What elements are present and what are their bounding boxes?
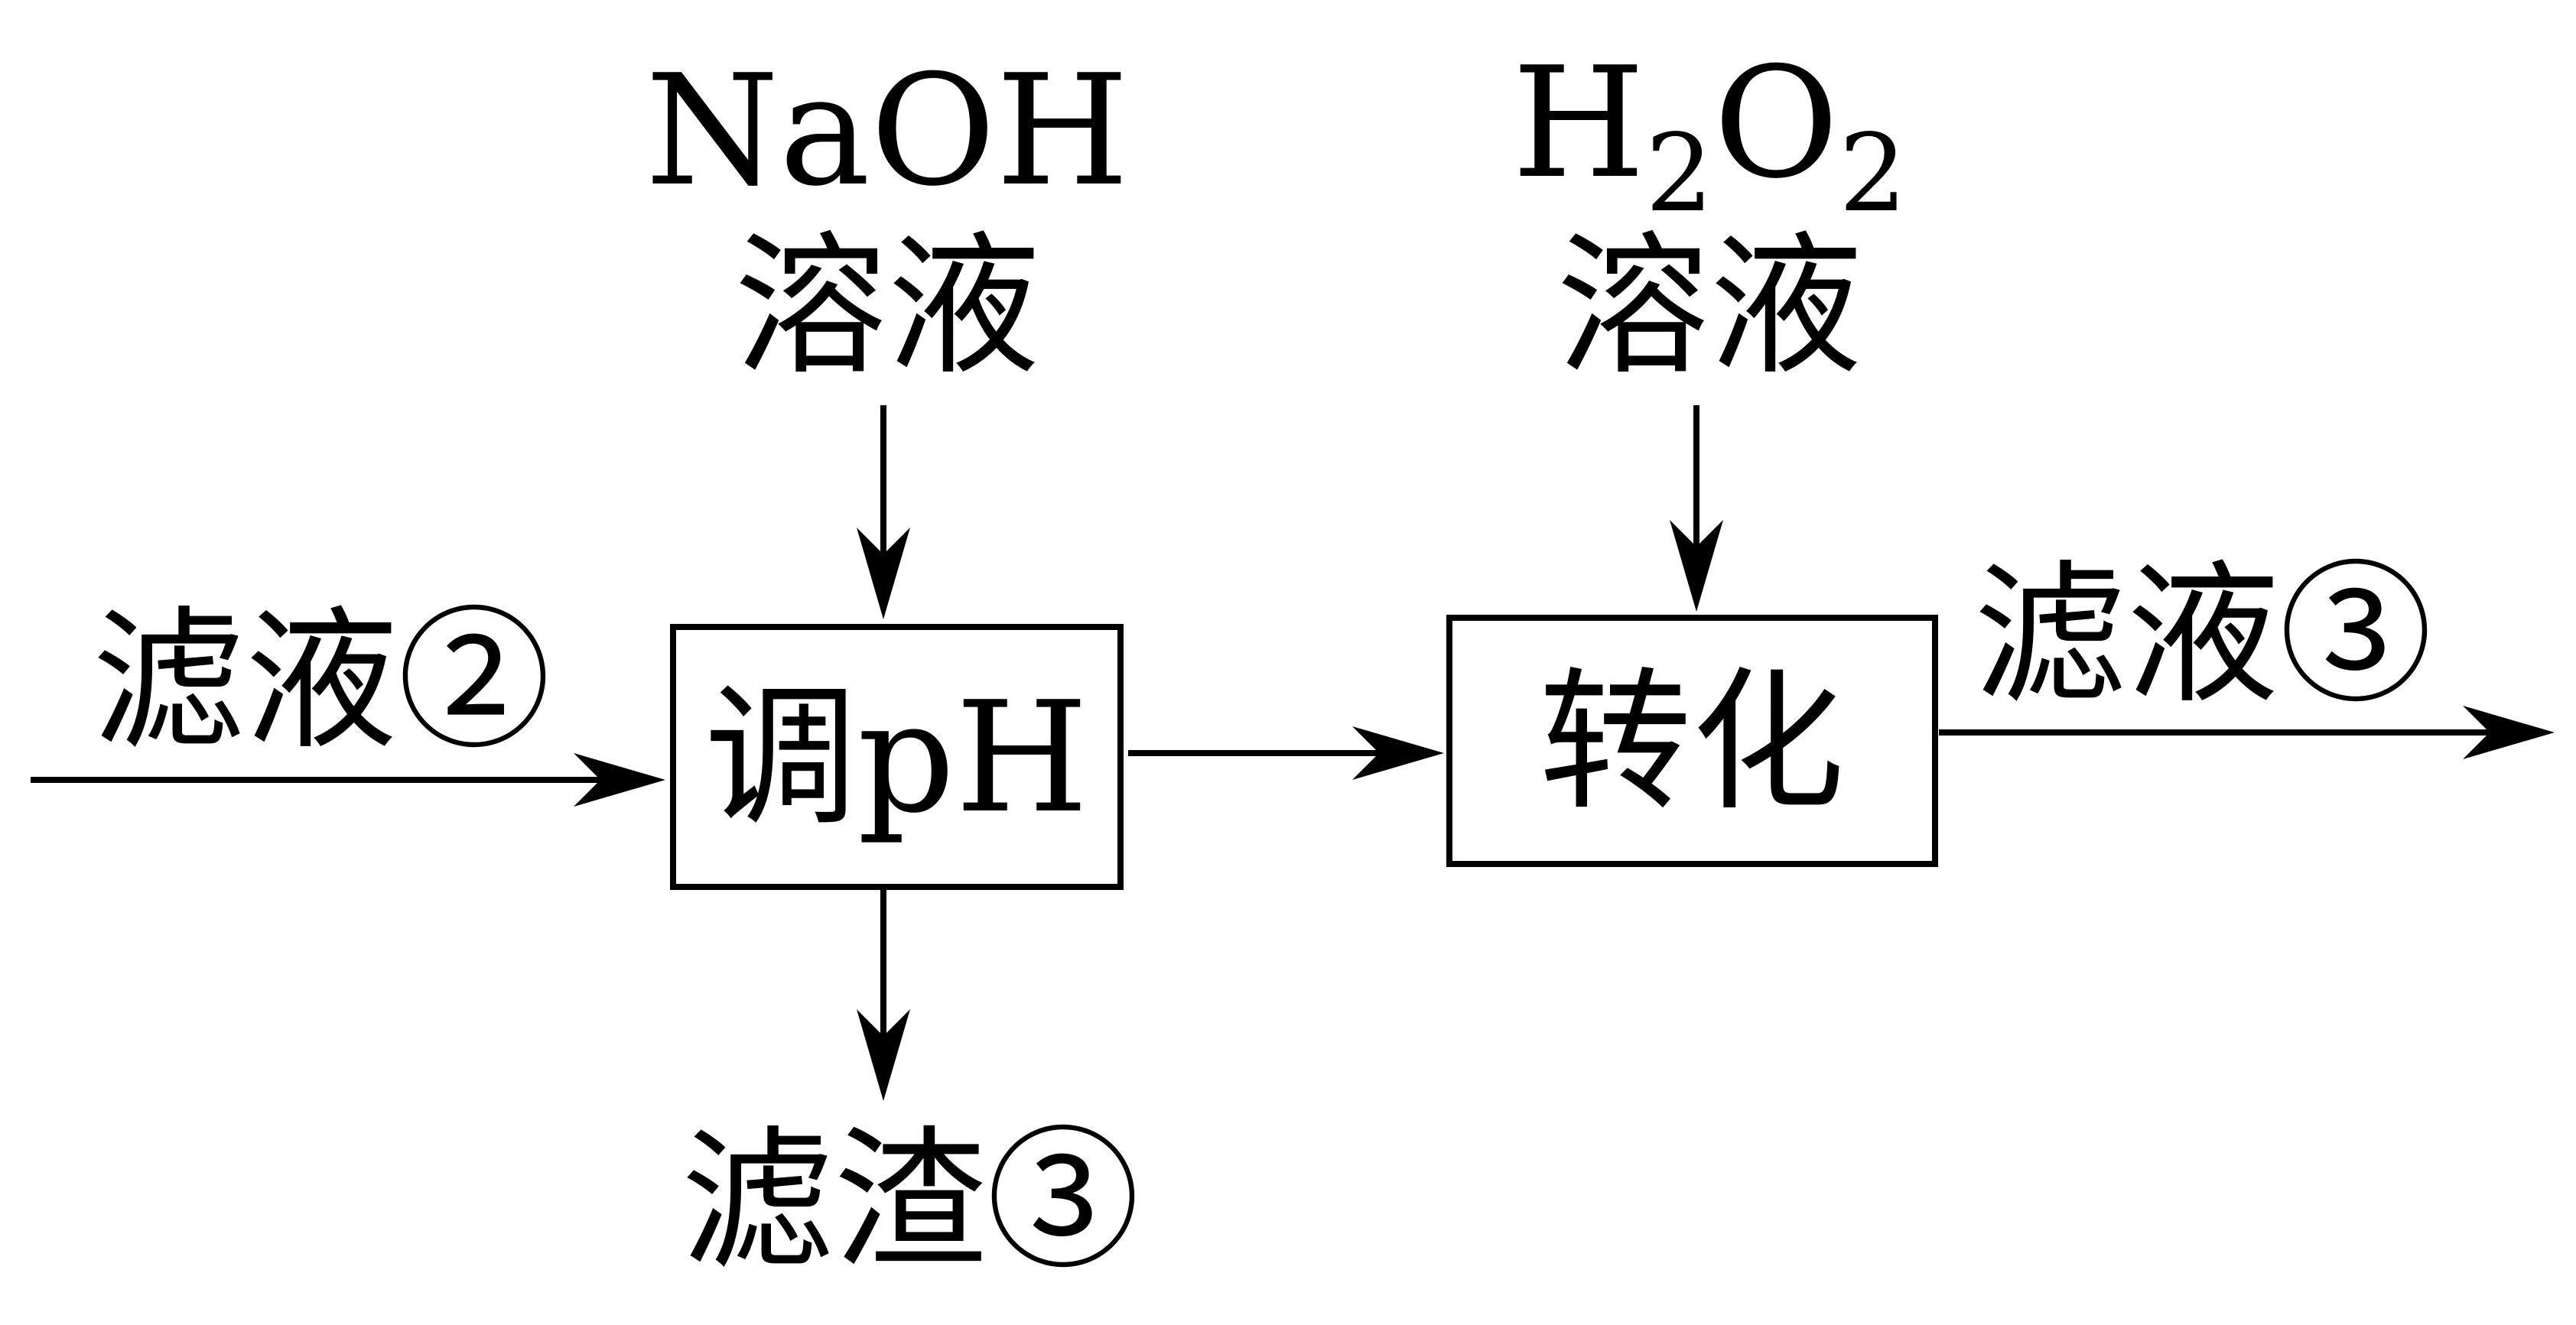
- arrow-residue-down: [857, 887, 910, 1101]
- h2o2-solution-label: 溶液: [1556, 218, 1862, 396]
- h2o2-subscript-2: 2: [1839, 112, 1907, 236]
- filtrate-in-label: 滤液②: [92, 593, 551, 771]
- filtrate-out-label: 滤液③: [1973, 547, 2432, 725]
- h2o2-h: H: [1512, 34, 1645, 213]
- h2o2-formula-label: H2O2: [1512, 34, 1908, 236]
- arrow-to-conversion: [1128, 726, 1444, 780]
- arrow-filtrate-in: [31, 753, 665, 807]
- arrow-naoh-down: [857, 405, 910, 619]
- conversion-box: [1446, 615, 1938, 867]
- arrow-filtrate-out: [1939, 706, 2555, 759]
- arrow-h2o2-down: [1670, 405, 1723, 612]
- h2o2-subscript-1: 2: [1645, 112, 1713, 236]
- naoh-formula-label: NaOH: [646, 42, 1130, 220]
- adjust-ph-label: 调pH: [704, 669, 1088, 847]
- naoh-solution-label: 溶液: [734, 218, 1040, 396]
- residue-label: 滤渣③: [681, 1112, 1140, 1291]
- adjust-ph-box: [670, 624, 1124, 890]
- h2o2-o: O: [1713, 34, 1839, 213]
- conversion-label: 转化: [1539, 654, 1845, 832]
